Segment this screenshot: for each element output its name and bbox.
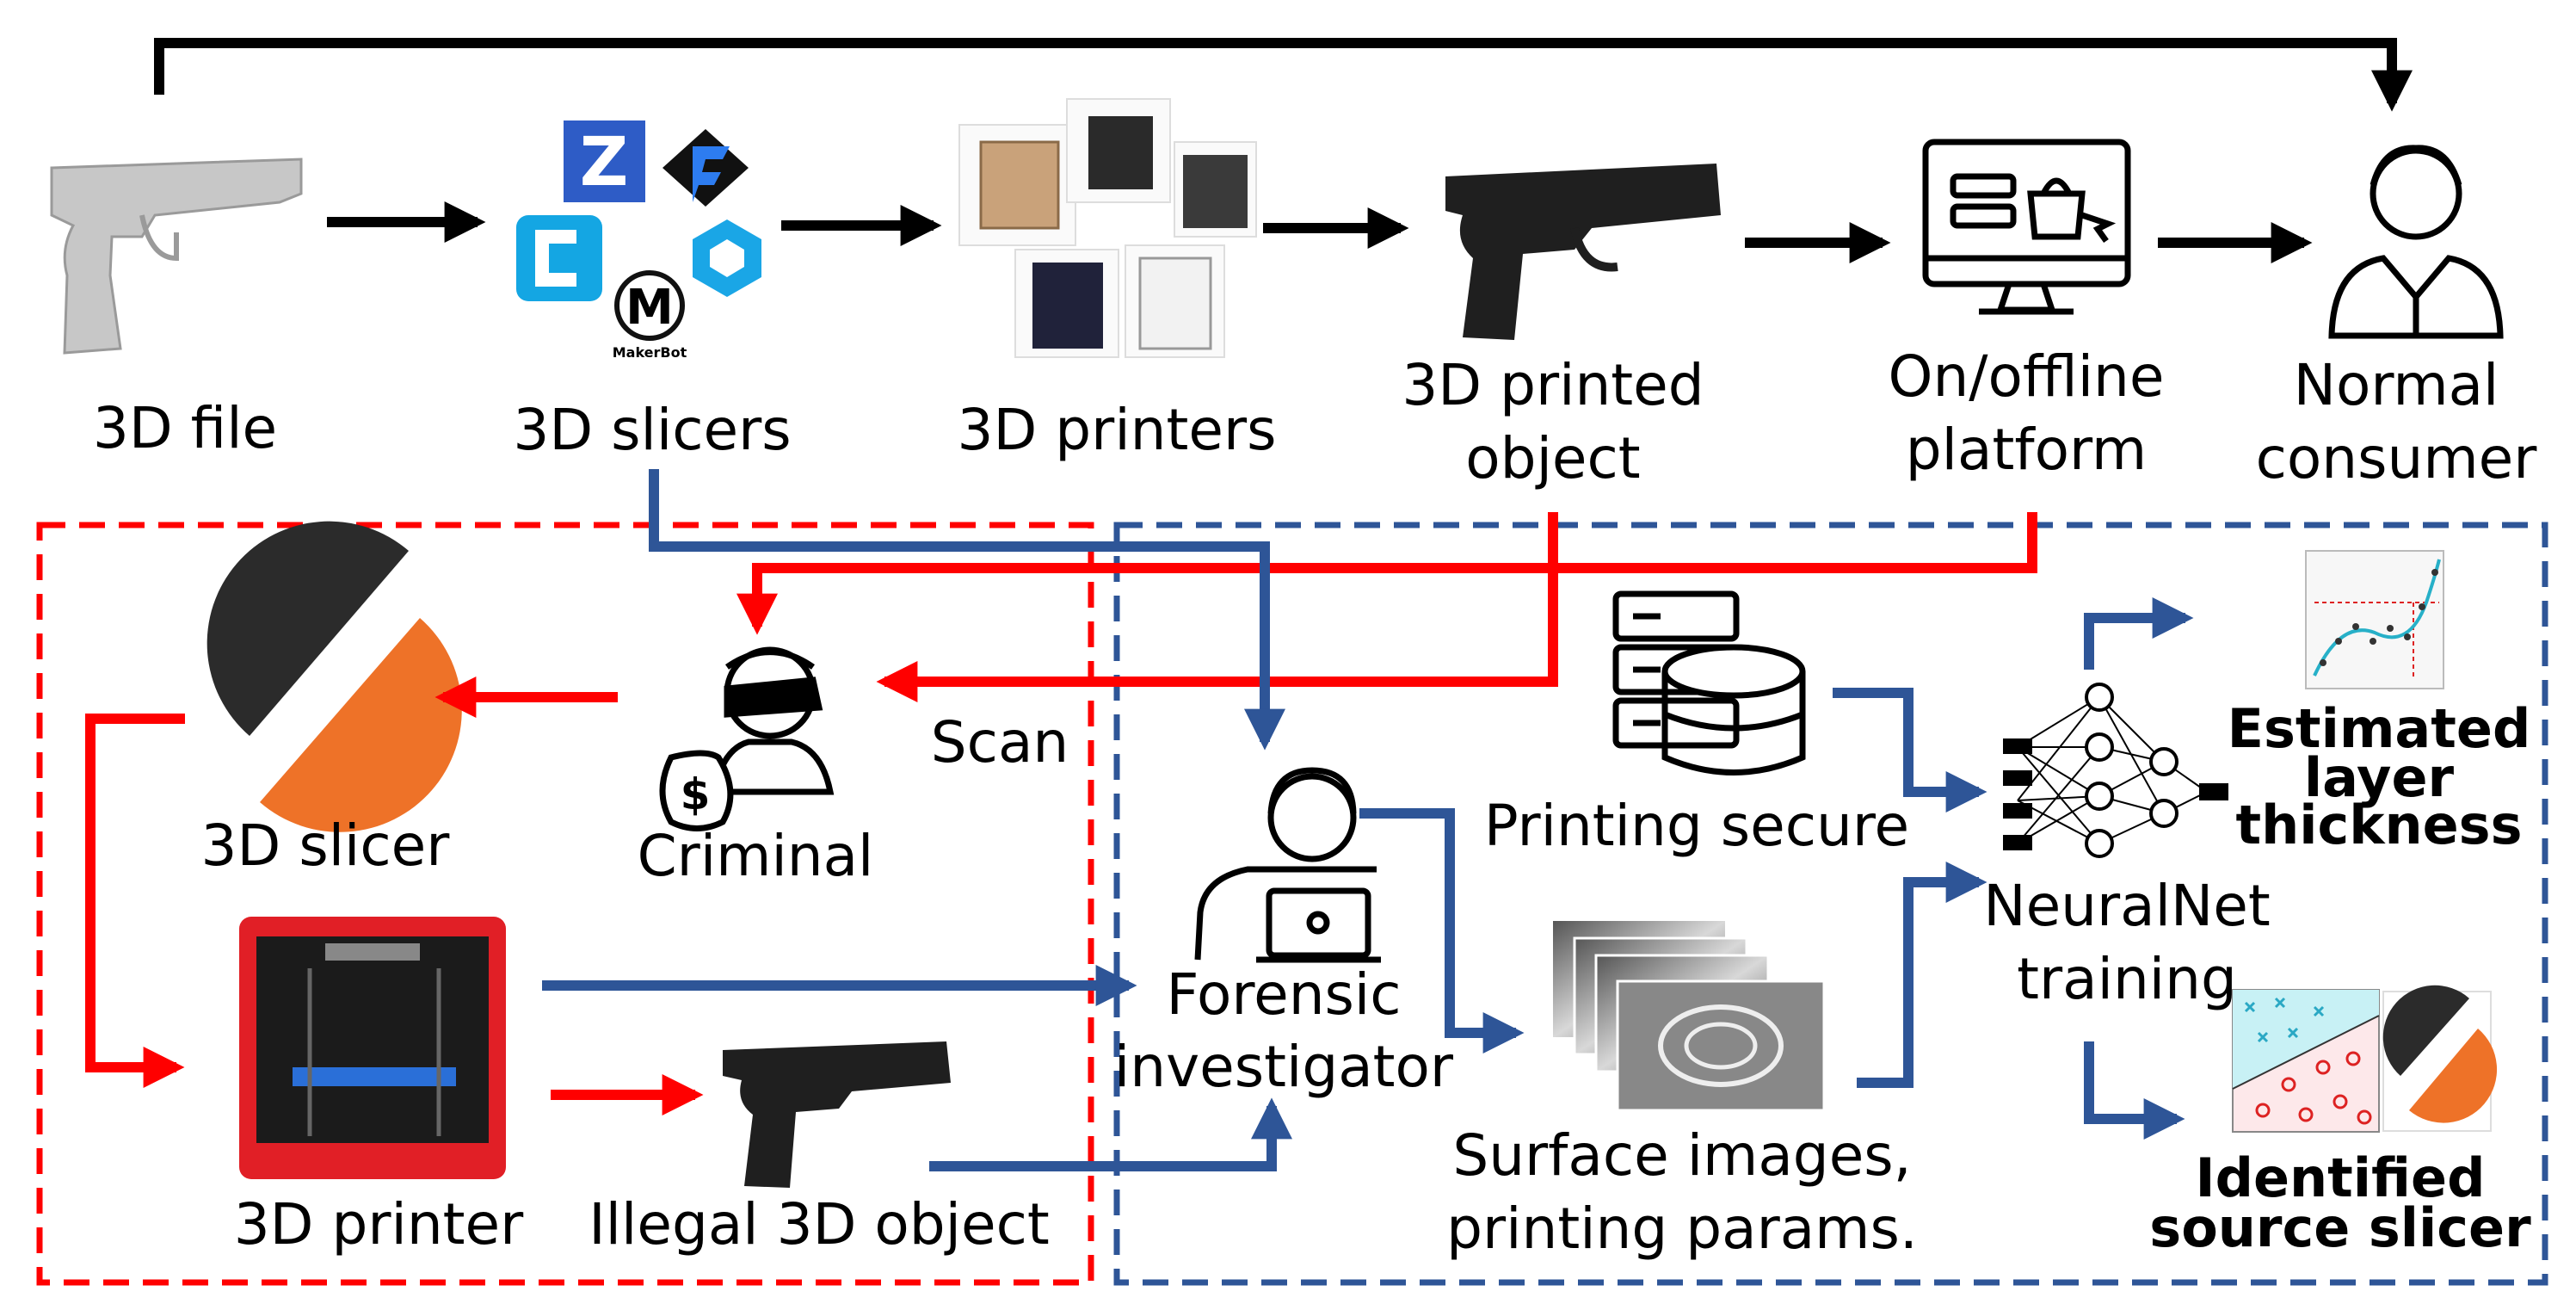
red-printer-icon: [239, 917, 506, 1179]
online-store-monitor-icon: [1922, 139, 2131, 315]
illegal-pistol-icon: [723, 1041, 951, 1188]
label-3d-printed-line1: 3D printed: [1402, 352, 1704, 418]
label-consumer-line2: consumer: [2256, 425, 2538, 491]
makerbot-logo-word: MakerBot: [613, 344, 687, 361]
makerbot-logo-letter: M: [626, 280, 674, 336]
printers-icon: [958, 98, 1257, 358]
label-criminal: Criminal: [638, 823, 874, 889]
classification-plot-icon: [2232, 985, 2498, 1133]
label-estimated-line2: layer: [2304, 746, 2455, 809]
label-illegal-object: Illegal 3D object: [589, 1191, 1050, 1257]
label-identified-line2: source slicer: [2149, 1196, 2531, 1259]
regression-plot-icon: [2305, 550, 2444, 689]
forensic-box: [1113, 522, 2548, 1286]
criminal-icon: $: [659, 646, 835, 831]
pistol-model-icon: [50, 158, 303, 355]
label-identified-line1: Identified: [2196, 1146, 2486, 1209]
criminal-box: [36, 522, 1094, 1286]
forensic-flow-arrows: [542, 469, 2194, 1171]
investigator-icon: [1194, 767, 1381, 963]
label-platform-line1: On/offline: [1889, 343, 2165, 410]
slicer-logos-icon: Z M MakerBot: [516, 120, 761, 361]
label-forensic-line2: investigator: [1114, 1034, 1454, 1100]
surface-images-icon: [1553, 921, 1826, 1112]
z-logo-letter: Z: [580, 124, 629, 201]
black-flow-arrows: [154, 38, 2413, 263]
label-consumer-line1: Normal: [2294, 352, 2499, 418]
label-estimated-line3: thickness: [2235, 794, 2522, 856]
printed-pistol-icon: [1445, 164, 1721, 340]
criminal-flow-arrows: [85, 512, 2037, 1115]
label-3d-slicer: 3D slicer: [201, 813, 451, 879]
label-printing-secure: Printing secure: [1484, 793, 1909, 859]
label-3d-printers: 3D printers: [958, 397, 1277, 463]
neural-net-icon: [1998, 670, 2239, 872]
label-3d-printer: 3D printer: [234, 1191, 524, 1257]
label-surface-line2: printing params.: [1446, 1196, 1918, 1262]
slicer-logo-icon: [206, 521, 462, 832]
database-icon: [1612, 590, 1806, 775]
label-3d-printed-line2: object: [1465, 425, 1640, 491]
label-forensic-line1: Forensic: [1166, 961, 1401, 1028]
label-3d-slicers: 3D slicers: [513, 397, 791, 463]
consumer-person-icon: [2328, 145, 2504, 339]
label-surface-line1: Surface images,: [1452, 1122, 1911, 1189]
label-scan: Scan: [931, 709, 1069, 775]
label-nn-line2: training: [2017, 946, 2237, 1012]
label-3d-file: 3D file: [93, 395, 277, 461]
label-estimated-line1: Estimated: [2228, 697, 2531, 760]
label-nn-line1: NeuralNet: [1983, 873, 2271, 939]
money-bag-symbol: $: [681, 769, 711, 819]
label-platform-line2: platform: [1906, 417, 2147, 483]
